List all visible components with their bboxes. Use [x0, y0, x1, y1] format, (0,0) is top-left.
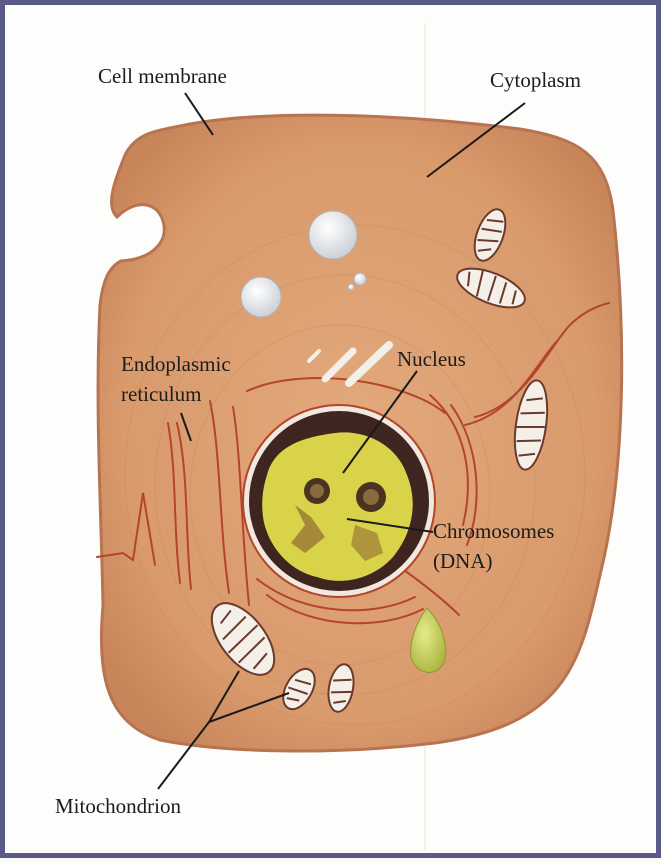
nucleus [243, 405, 435, 597]
label-mitochondrion: Mitochondrion [55, 795, 181, 818]
chromatin [262, 432, 412, 581]
label-endoplasmic-reticulum-line2: reticulum [121, 383, 201, 406]
label-chromosomes-line2: (DNA) [433, 550, 492, 573]
label-endoplasmic-reticulum-line1: Endoplasmic [121, 353, 231, 376]
label-nucleus: Nucleus [397, 348, 466, 371]
label-chromosomes-line1: Chromosomes [433, 520, 554, 543]
cell-illustration [5, 5, 661, 863]
label-cell-membrane: Cell membrane [98, 65, 227, 88]
label-cytoplasm: Cytoplasm [490, 69, 581, 92]
